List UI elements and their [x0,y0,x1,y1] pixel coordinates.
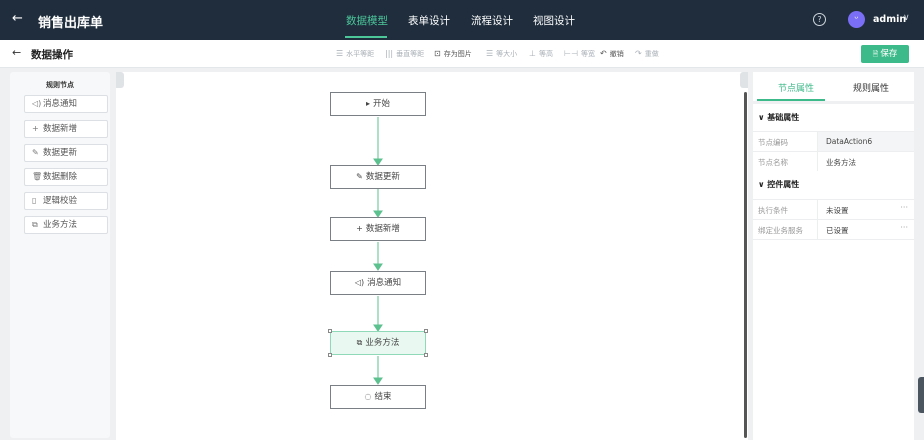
help-icon[interactable]: ? [813,13,826,26]
play-circle-icon: ▸ [365,99,370,108]
collapse-right-panel-handle[interactable] [740,72,748,88]
node-logic-check[interactable]: ▯逻辑校验 [24,192,108,210]
redo-icon: ↷ [635,49,642,58]
edit-icon: ✎ [32,148,39,157]
chevron-down-icon: ∨ [758,180,768,189]
plus-icon: + [32,124,39,133]
avatar[interactable]: ᵕ [848,11,865,28]
prop-value-bind-business-service[interactable]: 已设置 [817,220,914,239]
flow-canvas[interactable]: ▸开始 ✎数据更新 +数据新增 ◁)消息通知 ⧉业务方法 ◌结束 [116,72,748,440]
resize-handle[interactable] [328,353,332,357]
page-title: 数据操作 [31,49,73,61]
speaker-icon: ◁) [32,99,42,108]
tab-view-design[interactable]: 视图设计 [533,15,575,27]
save-button[interactable]: 🗎保存 [861,45,909,63]
toolbar: ← 数据操作 ☰水平等距 |||垂直等距 ⊡存为图片 ☰等大小 ⊥等高 ⊢⊣等宽… [0,40,924,68]
resize-handle[interactable] [424,329,428,333]
prop-row-node-name: 节点名称 业务方法 [753,151,914,171]
node-business-method[interactable]: ⧉业务方法 [24,216,108,234]
canvas-scrollbar[interactable] [744,92,747,438]
chevron-down-icon[interactable]: ∨ [903,13,910,23]
align-horizontal-icon: ☰ [336,49,344,58]
align-vertical-icon: ||| [385,49,394,58]
section-basic-properties[interactable]: ∨ 基础属性 [758,113,800,122]
same-width-icon: ⊢⊣ [564,49,578,58]
prop-label: 节点名称 [758,158,788,167]
arrow-head [373,158,383,166]
undo-icon: ↶ [600,49,607,58]
node-data-delete[interactable]: 🗑数据删除 [24,168,108,186]
trash-icon: 🗑 [32,172,43,181]
arrow-head [373,377,383,385]
flow-node-data-add[interactable]: +数据新增 [330,217,426,241]
more-icon[interactable]: ··· [900,223,908,232]
same-size-icon: ☰ [486,49,494,58]
tool-horizontal-spacing[interactable]: ☰水平等距 [336,49,375,58]
prop-label: 绑定业务服务 [758,226,803,235]
tool-save-as-image[interactable]: ⊡存为图片 [434,49,472,58]
more-icon[interactable]: ··· [900,203,908,212]
user-name[interactable]: admin [873,14,907,25]
flow-node-end[interactable]: ◌结束 [330,385,426,409]
flow-node-business-method[interactable]: ⧉业务方法 [330,331,426,355]
prop-row-node-code: 节点编码 DataAction6 [753,131,914,151]
tab-flow-design[interactable]: 流程设计 [471,15,513,27]
resize-handle[interactable] [328,329,332,333]
tool-vertical-spacing[interactable]: |||垂直等距 [385,49,425,58]
image-icon: ⊡ [434,49,441,58]
save-icon: 🗎 [872,50,879,58]
tool-same-width[interactable]: ⊢⊣等宽 [564,49,595,58]
flow-node-start[interactable]: ▸开始 [330,92,426,116]
tool-redo[interactable]: ↷重做 [635,49,659,58]
node-data-add[interactable]: +数据新增 [24,120,108,138]
flow-node-data-update[interactable]: ✎数据更新 [330,165,426,189]
tab-data-model[interactable]: 数据模型 [346,15,388,27]
app-title: 销售出库单 [38,16,104,31]
power-icon: ◌ [364,392,372,401]
arrow-head [373,324,383,332]
divider [753,101,914,104]
side-drawer-handle[interactable] [918,377,924,413]
node-message-notify[interactable]: ◁)消息通知 [24,95,108,113]
edit-icon: ✎ [356,172,363,181]
prop-row-execution-condition: 执行条件 未设置 ··· [753,199,914,219]
prop-row-bind-business-service: 绑定业务服务 已设置 ··· [753,219,914,239]
plus-icon: + [356,224,363,233]
flow-edges [373,117,383,385]
arrow-head [373,210,383,218]
properties-panel: 节点属性 规则属性 ∨ 基础属性 节点编码 DataAction6 节点名称 业… [753,72,914,440]
top-bar: ← 销售出库单 数据模型 表单设计 流程设计 视图设计 ? ᵕ admin ∨ [0,0,924,40]
back-arrow-icon[interactable]: ← [12,11,23,26]
prop-value-node-name[interactable]: 业务方法 [817,152,914,171]
resize-handle[interactable] [424,353,428,357]
flow-node-message-notify[interactable]: ◁)消息通知 [330,271,426,295]
prop-value-execution-condition[interactable]: 未设置 [817,200,914,219]
section-control-properties[interactable]: ∨ 控件属性 [758,180,800,189]
tab-rule-properties[interactable]: 规则属性 [853,84,890,94]
same-height-icon: ⊥ [529,49,536,58]
tab-node-properties[interactable]: 节点属性 [778,84,815,94]
active-tab-indicator [345,36,387,38]
prop-label: 节点编码 [758,138,788,147]
panel-title: 规则节点 [46,81,74,89]
tab-form-design[interactable]: 表单设计 [408,15,450,27]
active-tab-indicator [757,99,825,101]
tool-same-height[interactable]: ⊥等高 [529,49,553,58]
prop-value-node-code: DataAction6 [817,132,914,151]
method-icon: ⧉ [32,220,38,229]
chevron-down-icon: ∨ [758,113,768,122]
tool-same-size[interactable]: ☰等大小 [486,49,518,58]
method-icon: ⧉ [356,338,363,347]
rule-node-panel: 规则节点 ◁)消息通知 +数据新增 ✎数据更新 🗑数据删除 ▯逻辑校验 ⧉业务方… [10,72,110,438]
back-arrow-icon[interactable]: ← [12,46,22,59]
divider [753,239,914,240]
arrow-head [373,263,383,271]
tool-undo[interactable]: ↶撤销 [600,49,624,58]
prop-label: 执行条件 [758,206,788,215]
node-data-update[interactable]: ✎数据更新 [24,144,108,162]
collapse-left-panel-handle[interactable] [116,72,124,88]
check-list-icon: ▯ [32,196,37,205]
speaker-icon: ◁) [354,278,365,287]
